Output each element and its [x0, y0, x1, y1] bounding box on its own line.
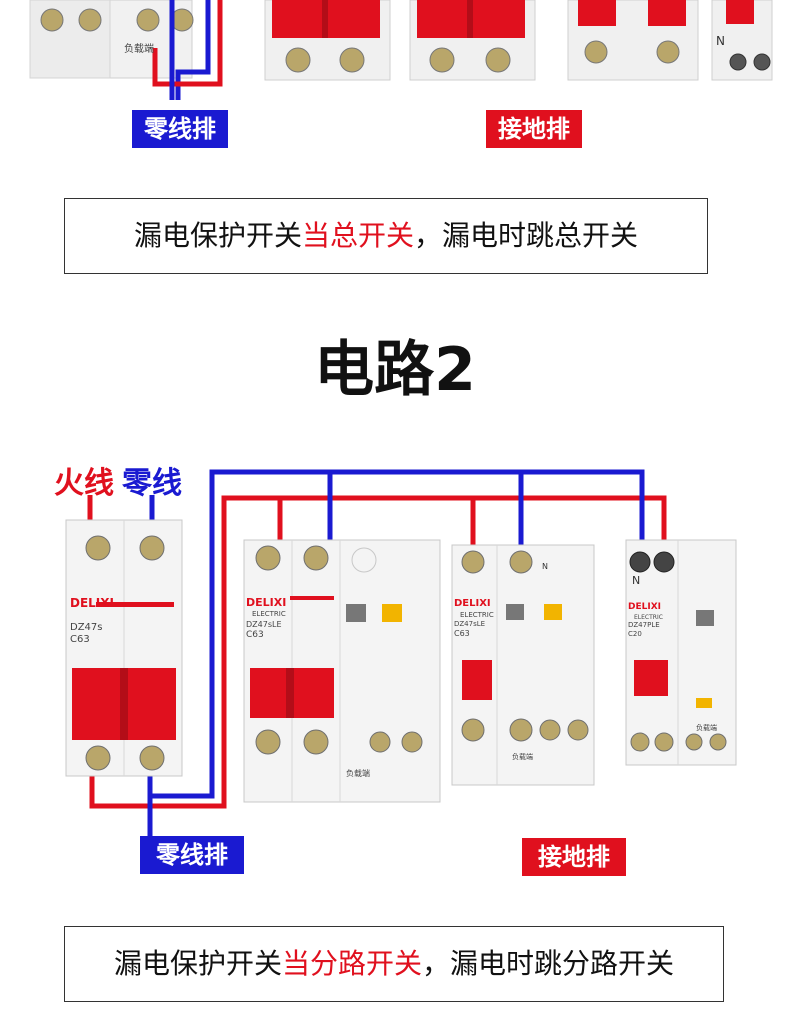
- branch-breaker-1: [243, 539, 441, 803]
- branch-breaker-2: [451, 544, 595, 786]
- top-breaker-5: [711, 0, 773, 81]
- b1-model: DZ47sLE: [246, 620, 282, 629]
- top-breaker-3: [409, 0, 536, 81]
- b1-load: 负载端: [346, 769, 370, 778]
- b2-load: 负载端: [512, 753, 533, 761]
- top-load-text: 负载端: [124, 44, 154, 55]
- b2-model: DZ47sLE: [454, 620, 486, 628]
- live-wire-label: 火线: [54, 466, 114, 501]
- top-caption-highlight: 当总开关: [301, 219, 414, 252]
- top-caption: 漏电保护开关当总开关，漏电时跳总开关: [64, 198, 708, 274]
- top-neutral-bar-label: 零线排: [132, 110, 228, 148]
- branch-breaker-3: [625, 539, 737, 766]
- b1-rating: C63: [246, 630, 264, 640]
- b2-brand: DELIXI: [454, 598, 491, 609]
- circuit2-caption: 漏电保护开关当分路开关，漏电时跳分路开关: [64, 926, 724, 1002]
- top-caption-part2: ，漏电时跳总开关: [414, 219, 639, 252]
- circuit2-neutral-bar-label: 零线排: [140, 836, 244, 874]
- top-wires: [152, 0, 223, 100]
- b2-rating: C63: [454, 629, 470, 638]
- b2-n: N: [542, 562, 548, 571]
- b1-brand: DELIXI: [246, 596, 287, 609]
- circuit2-caption-part1: 漏电保护开关: [113, 947, 282, 980]
- main-breaker-brand: DELIXI: [70, 596, 114, 610]
- top-breaker-1: [29, 0, 194, 79]
- top-breaker-4: [567, 0, 699, 81]
- top-ground-bar-label: 接地排: [486, 110, 582, 148]
- b3-brand: DELIXI: [628, 602, 661, 612]
- b1-sub: ELECTRIC: [252, 610, 286, 618]
- main-breaker-model: DZ47s: [70, 622, 103, 633]
- b3-rating: C20: [628, 630, 642, 638]
- b3-sub: ELECTRIC: [634, 614, 663, 621]
- b3-model: DZ47PLE: [628, 621, 660, 629]
- circuit2-title: 电路2: [314, 335, 476, 405]
- top-n-mark: N: [716, 34, 725, 48]
- neutral-wire-label: 零线: [122, 466, 182, 501]
- main-breaker: [65, 519, 183, 777]
- circuit2-wires: [87, 469, 667, 836]
- b3-load: 负载端: [696, 724, 717, 732]
- top-breaker-2: [264, 0, 391, 81]
- top-caption-part1: 漏电保护开关: [133, 219, 302, 252]
- circuit2-caption-part2: ，漏电时跳分路开关: [422, 947, 675, 980]
- b3-n: N: [632, 574, 641, 587]
- main-breaker-rating: C63: [70, 634, 90, 645]
- circuit2-ground-bar-label: 接地排: [522, 838, 626, 876]
- circuit2-caption-highlight: 当分路开关: [281, 947, 422, 980]
- b2-sub: ELECTRIC: [460, 611, 494, 619]
